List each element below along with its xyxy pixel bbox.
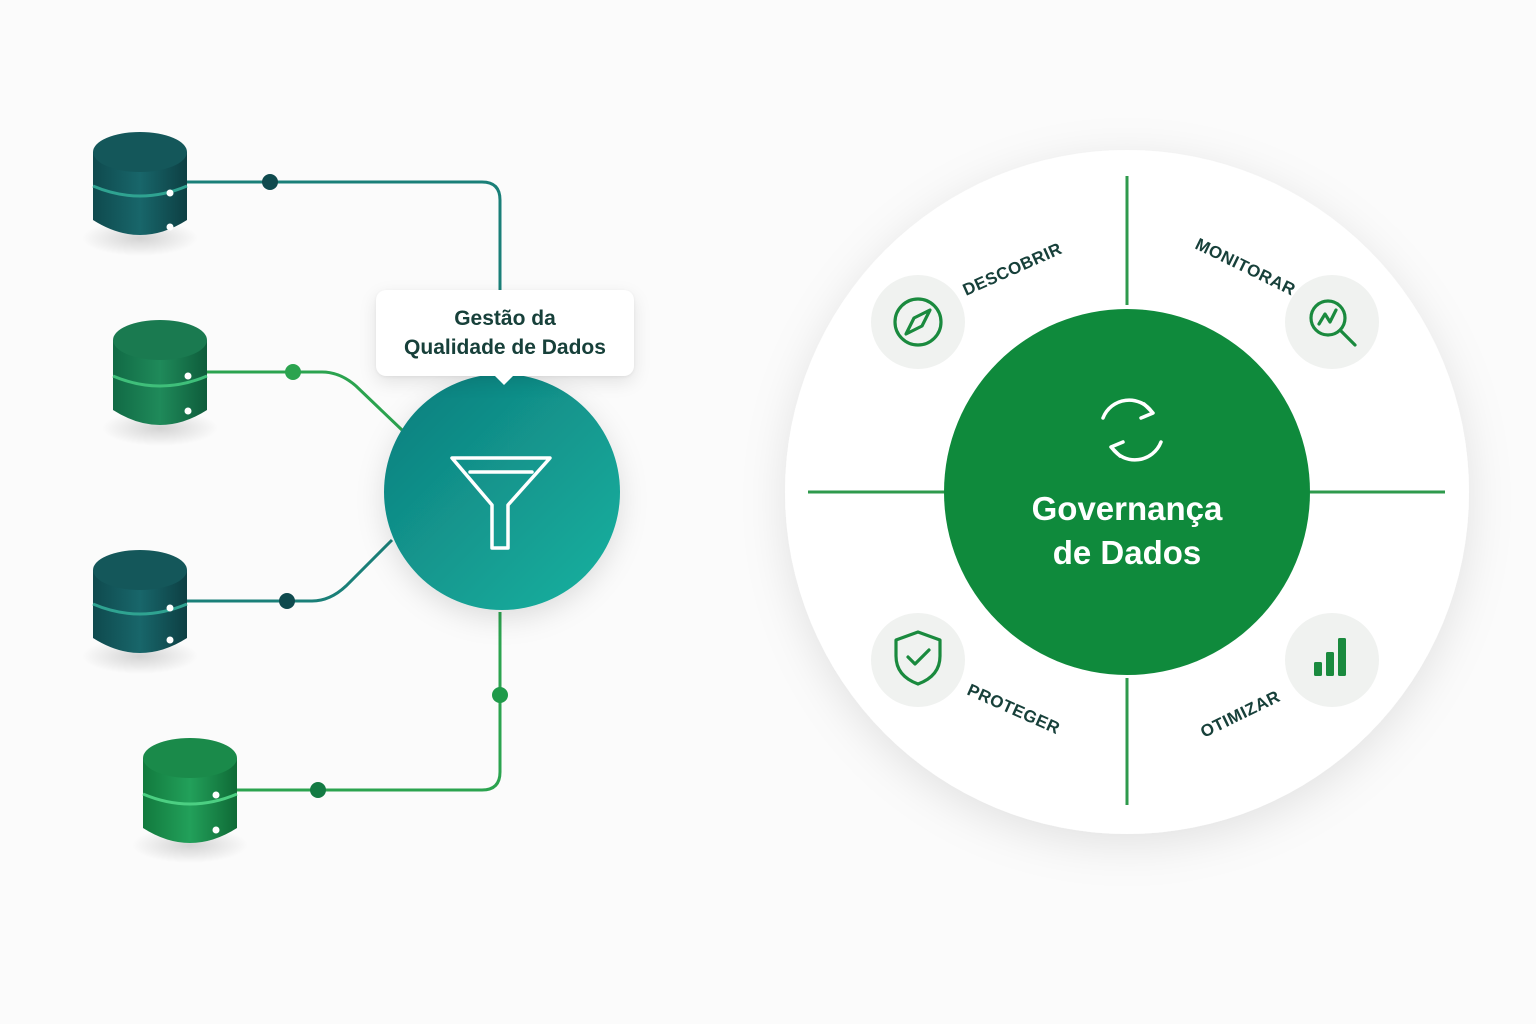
governance-title-line2: de Dados (1053, 534, 1202, 571)
quality-management-callout: Gestão da Qualidade de Dados (376, 290, 634, 385)
proteger-badge (871, 613, 965, 707)
governance-center (944, 309, 1310, 675)
database-icon-1 (82, 132, 198, 256)
connector-db3 (186, 538, 394, 603)
monitorar-badge (1285, 275, 1379, 369)
database-icon-3 (82, 550, 198, 674)
funnel-icon (450, 456, 552, 550)
refresh-cycle-icon (1101, 398, 1163, 462)
connector-db2 (206, 370, 404, 432)
quality-title-line2: Qualidade de Dados (404, 336, 606, 359)
bar-chart-icon (1314, 638, 1346, 676)
governance-title-line1: Governança (1032, 490, 1223, 527)
shield-check-icon (894, 630, 942, 686)
database-icon-2 (102, 320, 218, 446)
connector-dots (262, 174, 508, 798)
otimizar-badge (1285, 613, 1379, 707)
compass-icon (893, 297, 943, 347)
governance-wheel: DESCOBRIR MONITORAR PROTEGER OTIMIZAR Go… (785, 150, 1469, 834)
data-flow-streaks (582, 371, 803, 621)
database-icon-4 (132, 738, 248, 863)
descobrir-badge (871, 275, 965, 369)
quality-title-line1: Gestão da (454, 307, 556, 330)
quality-hub (384, 374, 620, 610)
connector-db1 (186, 180, 502, 380)
magnifier-chart-icon (1309, 299, 1357, 347)
connector-lines (186, 180, 502, 792)
connector-db4 (236, 612, 502, 792)
